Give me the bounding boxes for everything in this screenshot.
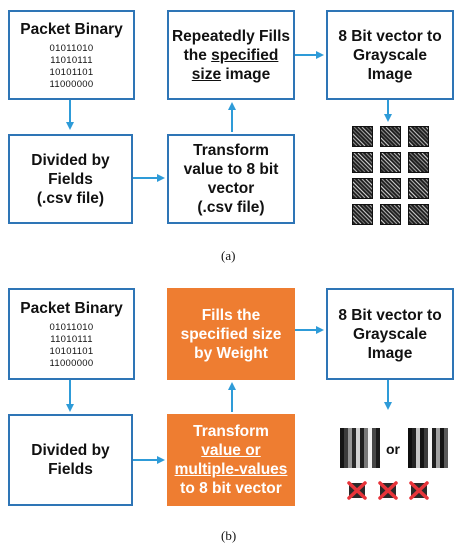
caption-a: (a) [221, 248, 236, 263]
rejected-image-x-icon [347, 481, 367, 500]
packet-binary-title: Packet Binary [20, 299, 123, 317]
grayscale-image-thumbnail [408, 204, 429, 225]
grayscale-image-thumbnail [352, 178, 373, 199]
packet-bits: 01011010 11010111 10101101 11000000 [49, 42, 94, 90]
or-label: or [386, 441, 400, 457]
fills-box-b: Fills the specified size by Weight [167, 288, 295, 380]
grayscale-image-grid [352, 126, 432, 226]
transform-box-a: Transform value to 8 bit vector (.csv fi… [167, 134, 295, 224]
grayscale-image-thumbnail [408, 178, 429, 199]
grayscale-image-thumbnail [380, 152, 401, 173]
grayscale-image-thumbnail [408, 152, 429, 173]
grayscale-image-thumbnail [352, 126, 373, 147]
packet-binary-title: Packet Binary [20, 20, 123, 38]
rejected-image-x-icon [409, 481, 429, 500]
packet-binary-box-a: Packet Binary 01011010 11010111 10101101… [8, 10, 135, 100]
divided-box-b: Divided by Fields [8, 414, 133, 506]
grayscale-image-thumbnail [408, 126, 429, 147]
grayscale-image-thumbnail [380, 178, 401, 199]
grayscale-image-thumbnail [352, 204, 373, 225]
bar-image-left [340, 428, 380, 468]
bar-image-right [408, 428, 448, 468]
caption-b: (b) [221, 528, 237, 543]
divided-box-a: Divided by Fields (.csv file) [8, 134, 133, 224]
grayscale-image-thumbnail [352, 152, 373, 173]
rejected-image-x-icon [378, 481, 398, 500]
transform-box-b: Transform value or multiple-values to 8 … [167, 414, 295, 506]
fills-box-a: Repeatedly Fills the specified size imag… [167, 10, 295, 100]
grayscale-image-thumbnail [380, 126, 401, 147]
grayscale-box-b: 8 Bit vector to Grayscale Image [326, 288, 454, 380]
packet-bits: 01011010 11010111 10101101 11000000 [49, 321, 94, 369]
packet-binary-box-b: Packet Binary 01011010 11010111 10101101… [8, 288, 135, 380]
grayscale-image-thumbnail [380, 204, 401, 225]
grayscale-box-a: 8 Bit vector to Grayscale Image [326, 10, 454, 100]
